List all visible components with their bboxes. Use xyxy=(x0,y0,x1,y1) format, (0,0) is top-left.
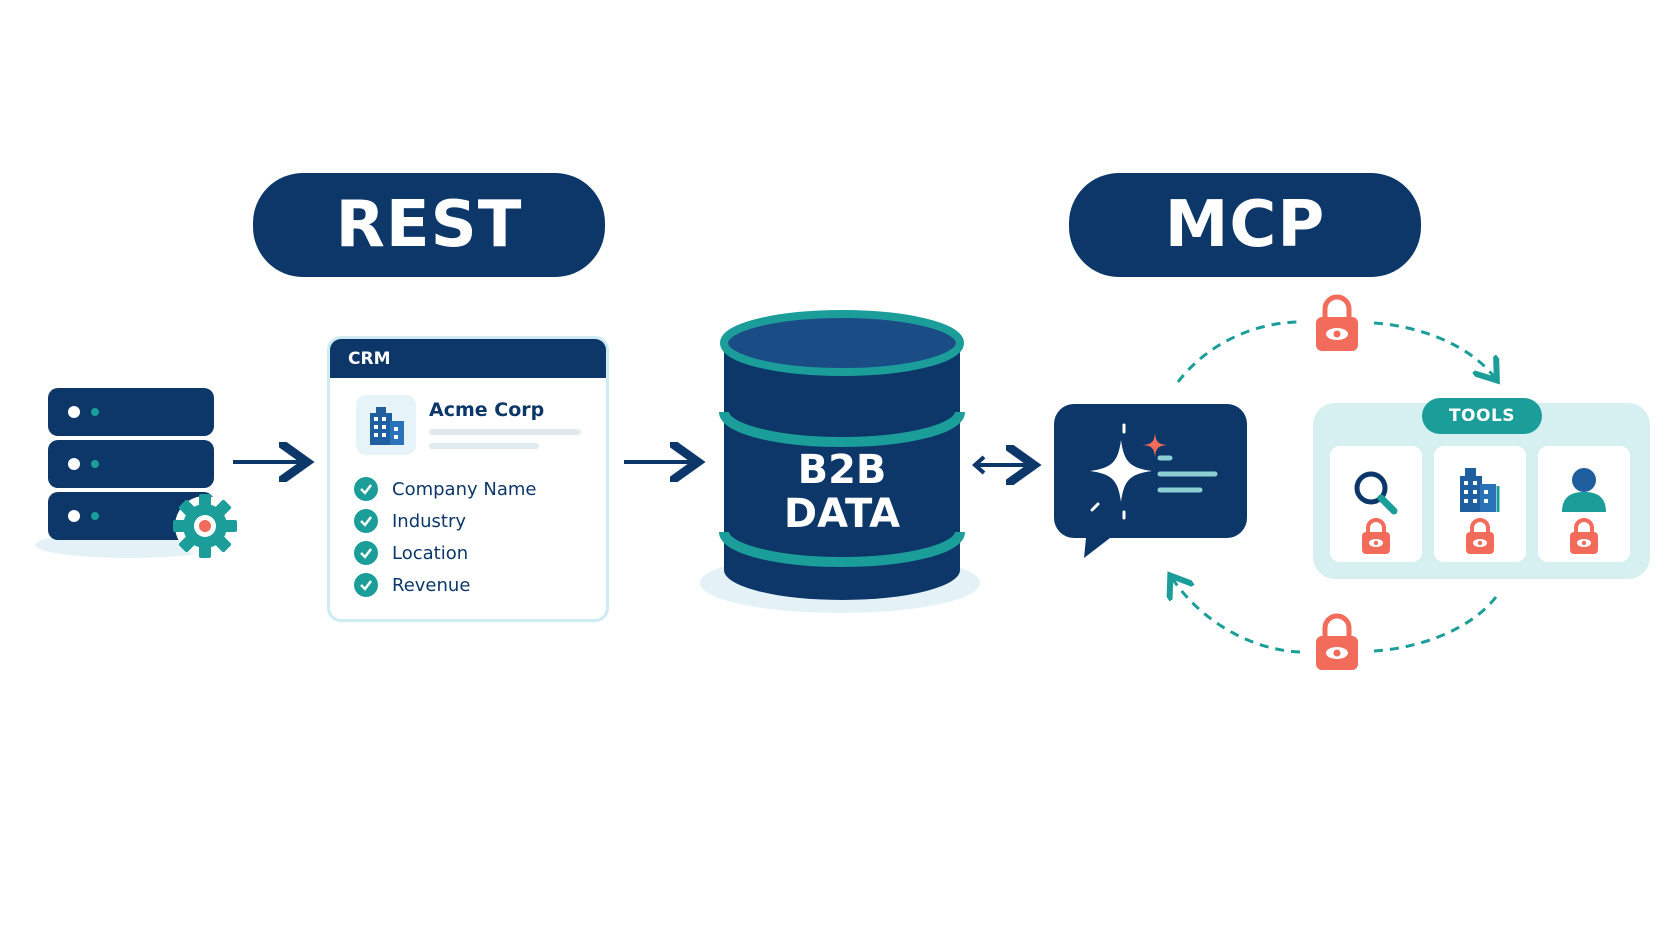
crm-field: Company Name xyxy=(354,477,536,501)
check-icon xyxy=(354,573,378,597)
crm-field-label: Industry xyxy=(392,510,467,532)
crm-card: CRM Acme Corp Company Name Industry Loca… xyxy=(327,336,609,622)
crm-field-label: Revenue xyxy=(392,574,471,596)
rest-label: REST xyxy=(253,173,605,277)
loop-arrow-top-right xyxy=(1373,321,1495,378)
database-label: B2B DATA xyxy=(724,448,960,536)
check-icon xyxy=(354,477,378,501)
company-name: Acme Corp xyxy=(429,399,545,421)
tools-badge: TOOLS xyxy=(1422,398,1542,434)
building-icon xyxy=(356,395,416,455)
lock-eye-icon-top xyxy=(1316,294,1358,351)
tool-card-user[interactable] xyxy=(1538,446,1630,562)
crm-field: Revenue xyxy=(354,573,470,597)
crm-header: CRM xyxy=(330,339,606,378)
gear-icon xyxy=(173,494,237,558)
building-icon xyxy=(1460,468,1500,512)
crm-field: Location xyxy=(354,541,468,565)
crm-field-label: Company Name xyxy=(392,478,537,500)
lock-eye-icon xyxy=(1362,518,1390,554)
search-icon xyxy=(1354,471,1398,515)
crm-field: Industry xyxy=(354,509,466,533)
tool-card-building[interactable] xyxy=(1434,446,1526,562)
mcp-label: MCP xyxy=(1069,173,1421,277)
database-label-line2: DATA xyxy=(783,491,901,537)
lock-eye-icon-bottom xyxy=(1316,613,1358,670)
loop-arrow-bottom-left xyxy=(1172,578,1301,654)
user-icon xyxy=(1562,468,1606,512)
placeholder-line xyxy=(429,443,539,449)
tool-card-search[interactable] xyxy=(1330,446,1422,562)
loop-arrow-top xyxy=(1176,320,1301,383)
loop-arrow-bottom-right xyxy=(1373,596,1498,653)
placeholder-line xyxy=(429,429,581,435)
lock-eye-icon xyxy=(1570,518,1598,554)
check-icon xyxy=(354,509,378,533)
database-label-line1: B2B xyxy=(797,447,887,493)
server-icon xyxy=(35,388,225,558)
database-icon xyxy=(700,310,980,613)
check-icon xyxy=(354,541,378,565)
lock-eye-icon xyxy=(1466,518,1494,554)
ai-assistant-icon xyxy=(1054,404,1247,558)
crm-field-label: Location xyxy=(392,542,469,564)
